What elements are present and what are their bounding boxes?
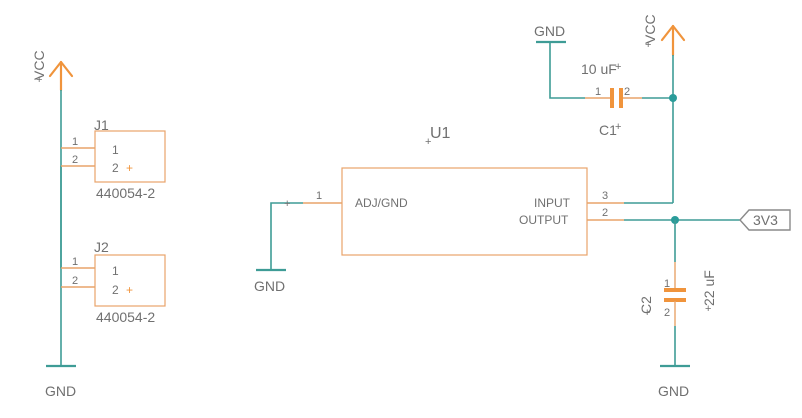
j2-outer-pin1: 1 (72, 256, 78, 268)
adj-origin-mark: + (284, 198, 290, 210)
connector-j1[interactable]: 1 2 1 2 + J1 440054-2 (61, 117, 166, 201)
junction-c1 (669, 94, 677, 102)
j1-inner-pin1: 1 (112, 143, 119, 157)
gnd-bottom-left-label: GND (45, 383, 76, 399)
c1-pin1-num: 1 (595, 86, 601, 98)
j2-ref: J2 (94, 239, 109, 255)
u1-pin-adj-label: ADJ/GND (355, 196, 408, 210)
gnd-symbol-bottom-left[interactable]: GND (45, 364, 76, 399)
vcc-symbol-left[interactable]: VCC + (31, 50, 74, 92)
c2-ref: C2 (638, 296, 654, 314)
gnd-bottom-right-label: GND (658, 383, 689, 399)
c2-value-mark: + (705, 303, 711, 315)
c2-ref-mark: + (644, 307, 650, 319)
j1-value: 440054-2 (96, 185, 155, 201)
gnd-symbol-top[interactable]: GND (534, 23, 566, 44)
j1-outer-pin2: 2 (72, 154, 78, 166)
gnd-symbol-u1[interactable]: GND (254, 268, 286, 294)
c1-value-mark: + (615, 61, 621, 73)
u1-pin1-num: 1 (316, 190, 322, 202)
u1-pin-output-label: OUTPUT (519, 213, 569, 227)
j2-value: 440054-2 (96, 309, 155, 325)
c1-value: 10 uF (581, 61, 617, 77)
c1-ref: C1 (599, 122, 617, 138)
gnd-u1-label: GND (254, 278, 285, 294)
u1-ref: U1 (430, 125, 451, 142)
j1-plus-mark: + (126, 161, 133, 175)
wire-adj-gnd[interactable] (270, 202, 303, 270)
capacitor-c2[interactable]: 1 2 C2 + 22 uF + (638, 262, 717, 326)
net-label-3v3-text: 3V3 (753, 212, 778, 228)
j1-outer-pin1: 1 (72, 136, 78, 148)
u1-pin2-num: 2 (602, 207, 608, 219)
gnd-top-label: GND (534, 23, 565, 39)
vcc-right-label: VCC (642, 14, 658, 44)
c2-value: 22 uF (701, 270, 717, 306)
j1-inner-pin2: 2 (112, 161, 119, 175)
regulator-u1-body (341, 167, 588, 256)
connector-j2-body (94, 254, 166, 307)
c1-ref-mark: + (615, 121, 621, 133)
u1-origin-mark: + (425, 136, 431, 148)
u1-pin3-num: 3 (602, 190, 608, 202)
j2-inner-pin2: 2 (112, 283, 119, 297)
c1-pin2-num: 2 (624, 86, 630, 98)
regulator-u1[interactable]: U1 + 1 ADJ/GND 3 INPUT 2 OUTPUT (303, 125, 624, 256)
origin-mark: + (36, 74, 42, 86)
c2-pin1-num: 1 (664, 278, 670, 290)
j2-plus-mark: + (126, 283, 133, 297)
connector-j1-body (94, 130, 166, 183)
vcc-left-label: VCC (31, 50, 47, 80)
c2-pin2-num: 2 (664, 307, 670, 319)
wire-gnd-top-c1[interactable] (549, 42, 585, 99)
vcc-right-mark: + (645, 39, 651, 51)
capacitor-c1[interactable]: 1 2 10 uF + C1 + (581, 61, 642, 138)
j2-outer-pin2: 2 (72, 275, 78, 287)
j1-ref: J1 (94, 117, 109, 133)
connector-j2[interactable]: 1 2 1 2 + J2 440054-2 (61, 239, 166, 325)
vcc-symbol-right[interactable]: VCC + (642, 14, 686, 57)
j2-inner-pin1: 1 (112, 264, 119, 278)
net-label-3v3[interactable]: 3V3 (739, 209, 791, 231)
gnd-symbol-bottom-right[interactable]: GND (658, 364, 690, 399)
u1-pin-input-label: INPUT (534, 196, 571, 210)
